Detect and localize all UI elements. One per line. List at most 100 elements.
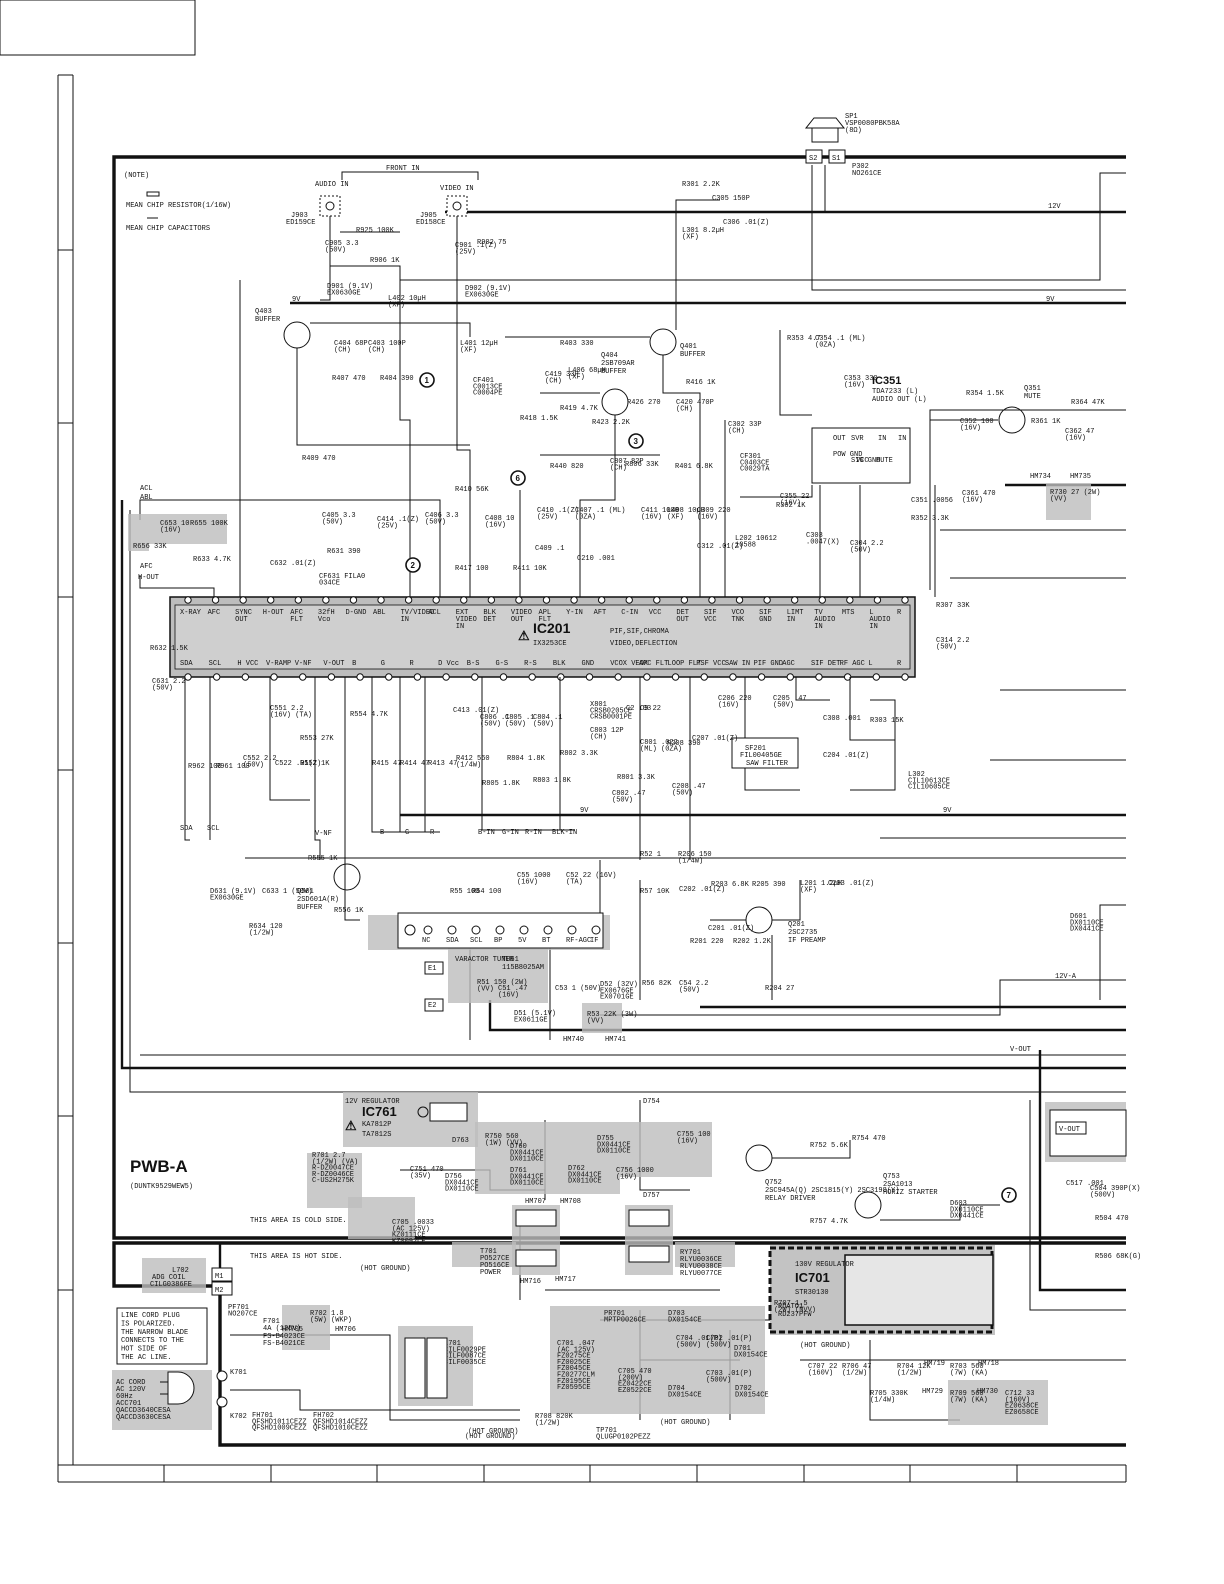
component-label-line: (25V) [537,513,558,521]
ic201-bottom-pin-label: AGC [782,660,795,668]
component-label-line: (160V) [808,1369,833,1377]
rail-9v: 9V [943,807,952,815]
net-label: E2 [428,1002,436,1010]
rail-9v: 9V [1046,296,1055,304]
board-name: PWB-A [130,1157,188,1176]
component-label-line: R506 68K(G) [1095,1253,1141,1261]
ic201-top-pin-label: L [869,609,873,617]
component-label: R403 330 [560,340,594,348]
ic201-pin [294,596,303,604]
component-label: R504 470 [1095,1215,1129,1223]
ic201-top-pin-label: TV/VIDEO [401,609,435,617]
tuner-pin [567,925,577,935]
component-label-line: R709 560 [950,1390,984,1398]
component-label: C304 2.2(50V) [850,540,884,554]
component-label-line: R201 220 [690,938,724,946]
harness-label: HM716 [520,1278,541,1286]
component-label-line: C205 .47 [773,695,807,703]
ic201-top-pin-label: OUT [676,616,689,624]
marker-circle [1001,1187,1017,1203]
front-in-label: FRONT IN [386,165,420,173]
ic351: IC351 TDA7233 (L) AUDIO OUT (L) OUT SVR … [811,375,927,484]
component-label-line: FZ0595CE [557,1384,591,1392]
component-label-line: C755 100 [677,1131,711,1139]
component-label: D754 [643,1098,660,1106]
component-label-line: C552 2.2 [243,755,277,763]
component-label: R552 1K [300,760,330,768]
ic701-heatsink: RDATO1 [778,1303,803,1311]
component-label-line: C203 .01(Z) [828,880,874,888]
component-label: R413 47 [428,760,457,768]
component-label-line: DX0110CE [510,1156,544,1164]
component-label: C361 470(16V) [962,490,996,504]
component-label-line: R353 4.7 [787,335,821,343]
component-label: R361 1K [1031,418,1061,426]
component-label-line: C362 47 [1065,428,1094,436]
ic201-top-pin-label: DET [483,616,496,624]
component-label-line: (XF) [388,301,405,309]
ic201-pin [585,673,594,681]
linecord-line: CONNECTS TO THE [121,1337,184,1345]
component-label-line: C704 .01(P) [676,1335,722,1343]
component-label: C352 100(16V) [960,418,994,432]
component-label-line: FH701 [252,1412,273,1420]
component-label: R634 120(1/2W) [249,923,283,937]
relay-part: RLYU0077CE [680,1270,722,1278]
component-label-line: EX0630GE [327,289,361,297]
ic201-bottom-pin-label: APC FLT [639,660,668,668]
component-label-line: DX0441CE [950,1213,984,1221]
component-label-line: R730 27 (2W) [1050,489,1100,497]
component-label: C756 1000(16V) [616,1167,654,1181]
transistor-ref: Q753 [883,1173,900,1181]
component-label-line: (VV) [477,985,494,993]
component-label: C309 220(16V) [697,507,731,521]
ic201-top-pin-label: MTS [842,609,855,617]
ic201-pin [680,596,689,604]
component-label: C755 100(16V) [677,1131,711,1145]
component-label-line: (16V) [780,499,801,507]
component-label-line: FZ0045CE [557,1365,591,1373]
tuner-pin [495,925,505,935]
component-label-line: (CH) [368,346,385,354]
hot-ground-label: (HOT GROUND) [800,1342,850,1350]
component-label-line: C703 .01(P) [706,1370,752,1378]
ic201-pin [901,596,909,604]
audio-jack-ref: J903 [291,212,308,220]
video-jack-part: ED158CE [416,219,445,227]
ic201-top-pin-label: ABL [373,609,386,617]
component-label-line: (XF) [460,346,477,354]
component-label: L408 10µH(XF) [667,507,705,521]
component-label-line: (7W) (KA) [950,1369,988,1377]
component-label-line: R204 27 [765,985,794,993]
component-label-line: R202 1.2K [733,938,772,946]
tuner-pin-label: SDA [446,937,459,945]
relay-ref: RY701 [680,1249,701,1257]
transistor-desc: MUTE [1024,393,1041,401]
ic761-title: 12V REGULATOR [345,1098,400,1106]
note-block: (NOTE) MEAN CHIP RESISTOR(1/16W) MEAN CH… [124,172,231,233]
component-label: D51 (5.1V)EX0611GE [514,1010,556,1024]
component-label-line: C631 2.2 [152,678,186,686]
ic201-top-pin-label: AUDIO [814,616,835,624]
marker-circle [628,433,644,449]
component-label-line: C802 .47 [612,790,646,798]
ic201-bottom-pin-label: V-NF [295,660,312,668]
component-label: R203 6.8K [711,881,750,889]
ic201-pin [729,673,737,681]
ic201-top-pin-label: 32fH [318,609,335,617]
ic201-pin [322,596,330,604]
component-label: C406 3.3(50V) [425,512,459,526]
ic201-top-pin-label: VCC [649,609,662,617]
component-label-line: (CH) [676,405,693,413]
component-label: R205 390 [752,881,786,889]
component-label-line: C803 12P [590,727,624,735]
transistor-desc: BUFFER [297,904,323,912]
component-label-line: C206 220 [718,695,752,703]
